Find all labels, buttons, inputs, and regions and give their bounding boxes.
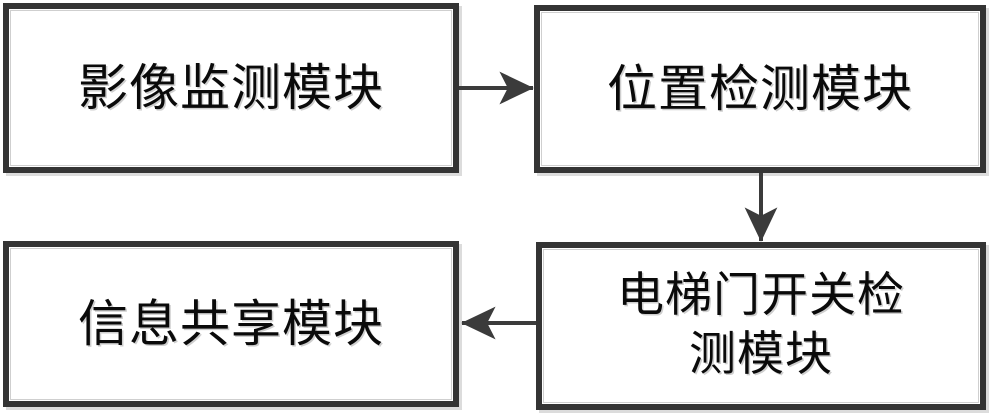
node-image-monitor[interactable]: 影像监测模块 — [3, 3, 459, 173]
node-door-switch-label: 电梯门开关检 测模块 — [617, 268, 905, 382]
node-door-switch[interactable]: 电梯门开关检 测模块 — [536, 242, 986, 410]
node-info-share[interactable]: 信息共享模块 — [3, 241, 459, 407]
node-info-share-label: 信息共享模块 — [78, 295, 384, 353]
node-position-detect[interactable]: 位置检测模块 — [534, 5, 986, 173]
node-image-monitor-label: 影像监测模块 — [78, 59, 384, 117]
node-position-detect-label: 位置检测模块 — [607, 60, 913, 118]
